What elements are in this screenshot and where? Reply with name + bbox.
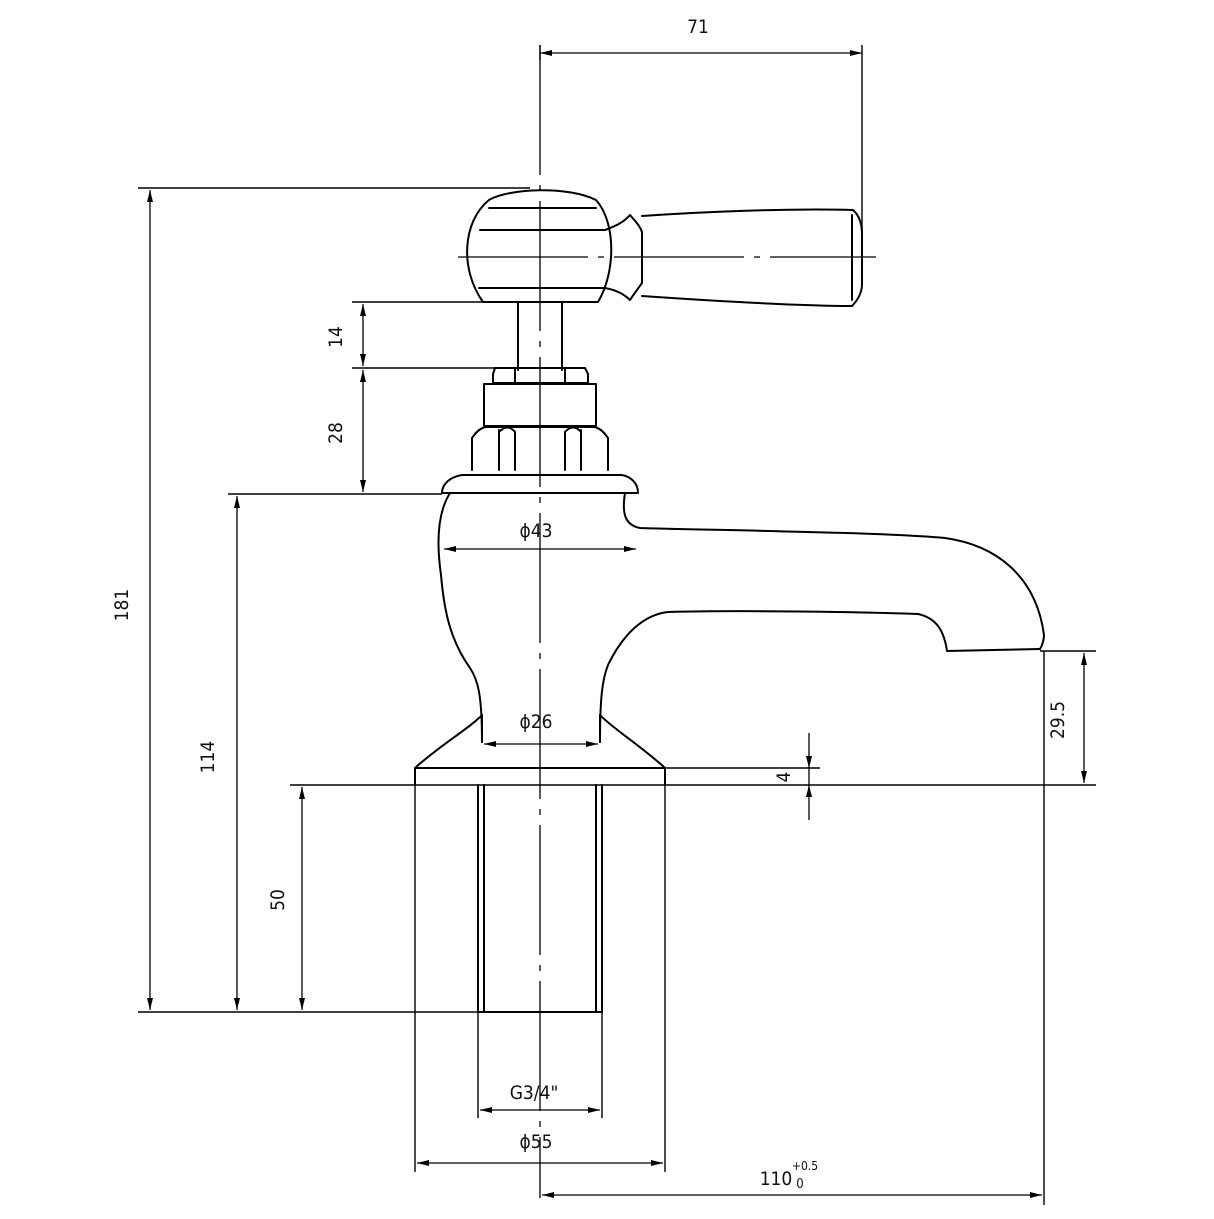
dim-d43: ϕ43 <box>519 520 552 542</box>
dim-50: 50 <box>267 889 289 911</box>
dim-d26: ϕ26 <box>519 711 552 733</box>
handle-neck <box>604 214 643 301</box>
top-cap <box>441 474 639 494</box>
dim-110-tol-upper: +0.5 <box>792 1159 818 1173</box>
threaded-shank <box>477 784 603 1013</box>
dim-14: 14 <box>325 326 347 348</box>
handle-hub <box>466 189 613 303</box>
dim-181: 181 <box>111 589 133 622</box>
dim-29-5: 29.5 <box>1047 701 1069 739</box>
dim-71: 71 <box>687 16 709 38</box>
tap-outline <box>414 189 1045 1013</box>
dim-4: 4 <box>773 772 795 783</box>
base-flange <box>414 714 666 769</box>
center-lines <box>458 45 876 1198</box>
dim-110: 110 <box>760 1168 793 1190</box>
dimension-labels: 71 181 14 28 114 50 29.5 4 ϕ43 ϕ26 G3/4"… <box>111 16 1069 1192</box>
dim-28: 28 <box>325 422 347 444</box>
dim-d55: ϕ55 <box>519 1131 552 1153</box>
dim-thread: G3/4" <box>510 1082 559 1104</box>
extension-lines <box>138 45 1096 1205</box>
lever-handle <box>641 208 863 307</box>
dimension-lines <box>147 50 1087 1198</box>
body-spout-upper <box>622 492 1045 650</box>
dim-110-tol-lower: 0 <box>796 1177 803 1192</box>
body-left <box>437 492 483 743</box>
dim-114: 114 <box>197 741 219 774</box>
spout-underside <box>599 610 1041 743</box>
hex-nut <box>471 426 609 471</box>
